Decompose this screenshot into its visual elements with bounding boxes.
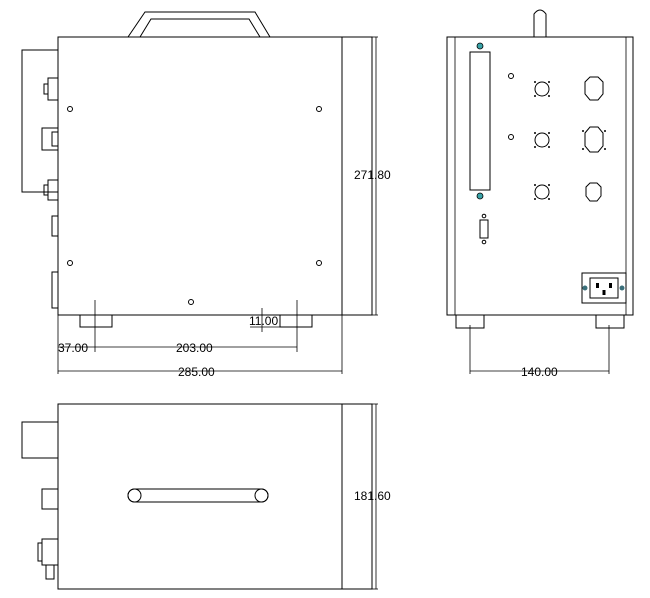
side-view: 11.00 37.00 203.00 285.00 271.80: [21, 11, 391, 379]
connector-a2: [534, 132, 550, 148]
foot-left: [79, 314, 113, 328]
power-inlet: [581, 272, 627, 304]
handle-slot: [127, 488, 269, 503]
foot-spacing-label: 203.00: [176, 341, 213, 355]
top-body: [57, 403, 343, 590]
height-label: 271.80: [354, 168, 391, 182]
rear-body: [446, 36, 634, 316]
rear-view: 140.00: [446, 9, 634, 379]
rear-foot-spacing-label: 140.00: [521, 365, 558, 379]
connector-a3: [534, 184, 550, 200]
connector-panel: [21, 49, 59, 193]
connector-a1: [534, 81, 550, 97]
connector-b2: [582, 126, 606, 153]
foot-right: [279, 314, 313, 328]
main-body: [57, 36, 343, 316]
connector-b1: [584, 76, 604, 101]
overall-width-label: 285.00: [178, 365, 215, 379]
serial-port: [479, 219, 489, 239]
carry-handle: [127, 11, 271, 38]
foot-height-label: 11.00: [249, 314, 278, 328]
connector-b3: [585, 182, 602, 202]
slot-panel: [469, 51, 491, 191]
depth-label: 181.60: [354, 489, 391, 503]
top-view: 181.60: [21, 403, 391, 590]
foot-offset-label: 37.00: [58, 341, 88, 355]
